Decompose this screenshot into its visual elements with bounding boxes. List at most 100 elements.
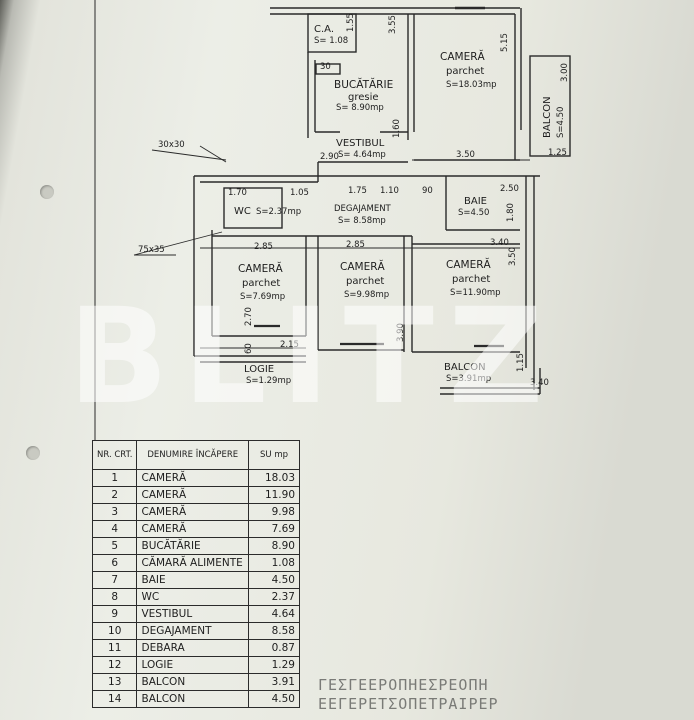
- bath-name: BAIE: [464, 196, 487, 207]
- row-nr: 3: [91, 503, 138, 521]
- row-name: BALCON: [136, 673, 249, 691]
- bath-area: S=4.50: [458, 208, 490, 218]
- row-nr: 8: [91, 588, 138, 606]
- row-area: 1.08: [248, 554, 300, 572]
- room4-area: S=7.69mp: [240, 292, 286, 302]
- faint-stamp: ΓΕΣΓΕΕΡΟΠΗΕΣΡΕΟΠΗ ΕΕΓΕΡΕΤΣΟΠΕΤΡΑΙΡΕΡ: [318, 676, 694, 720]
- row-area: 0.87: [248, 639, 300, 657]
- kitchen-area: S= 8.90mp: [336, 103, 384, 113]
- row-name: VESTIBUL: [136, 605, 249, 623]
- column-note: 75x35: [138, 245, 165, 255]
- row-nr: 2: [91, 486, 138, 504]
- row-name: BALCON: [136, 690, 249, 708]
- room3-area: S=9.98mp: [344, 290, 390, 300]
- row-nr: 4: [91, 520, 138, 538]
- row-area: 3.91: [248, 673, 300, 691]
- dimension-label: 3.55: [388, 15, 398, 34]
- dimension-label: 5.15: [500, 33, 510, 52]
- kitchen-name: BUCĂTĂRIE: [334, 79, 394, 91]
- balcony2-area: S=4.50: [556, 106, 566, 138]
- dimension-label: 3.40: [490, 238, 509, 248]
- room4-finish: parchet: [242, 278, 281, 289]
- row-area: 8.58: [248, 622, 300, 640]
- room3-name: CAMERĂ: [340, 261, 385, 273]
- beam-note: 30x30: [158, 140, 185, 150]
- row-name: CAMERĂ: [136, 520, 249, 538]
- row-name: LOGIE: [136, 656, 249, 674]
- dimension-label: 1.05: [290, 188, 309, 198]
- dimension-label: 3.50: [456, 150, 475, 160]
- dimension-label: 1.75: [348, 186, 367, 196]
- balcony2-name: BALCON: [542, 96, 553, 138]
- row-nr: 14: [91, 690, 138, 708]
- dimension-label: 90: [422, 186, 433, 196]
- row-area: 18.03: [248, 469, 300, 487]
- dimension-label: 1.60: [392, 119, 402, 138]
- row-nr: 1: [91, 469, 138, 487]
- room1-finish: parchet: [446, 66, 485, 77]
- row-nr: 5: [91, 537, 138, 555]
- balcony1-area: S=3.91mp: [446, 374, 492, 384]
- room4-name: CAMERĂ: [238, 263, 283, 275]
- row-nr: 7: [91, 571, 138, 589]
- agency-watermark: BLITZ: [68, 280, 558, 434]
- room2-name: CAMERĂ: [446, 259, 491, 271]
- header-nr: NR. CRT.: [91, 440, 138, 470]
- row-nr: 13: [91, 673, 138, 691]
- kitchen-finish: gresie: [348, 92, 379, 103]
- row-name: CAMERĂ: [136, 486, 249, 504]
- row-name: DEBARA: [136, 639, 249, 657]
- row-area: 7.69: [248, 520, 300, 538]
- row-nr: 10: [91, 622, 138, 640]
- logia-name: LOGIE: [244, 364, 275, 375]
- logia-area: S=1.29mp: [246, 376, 292, 386]
- table-header-row: NR. CRT. DENUMIRE ÎNCĂPERE SU mp: [91, 440, 300, 470]
- row-name: DEGAJAMENT: [136, 622, 249, 640]
- ca-walls: [307, 13, 357, 53]
- dimension-label: 1.10: [380, 186, 399, 196]
- header-name: DENUMIRE ÎNCĂPERE: [136, 440, 249, 470]
- dimension-label: 2.90: [320, 152, 339, 162]
- dimension-label: 3.40: [530, 378, 549, 388]
- row-area: 4.50: [248, 690, 300, 708]
- row-area: 9.98: [248, 503, 300, 521]
- row-nr: 9: [91, 605, 138, 623]
- kitchen-counter: [315, 63, 341, 75]
- wc-area: S=2.37mp: [256, 207, 302, 217]
- dimension-label: 1.80: [506, 203, 516, 222]
- row-name: BUCĂTĂRIE: [136, 537, 249, 555]
- row-name: CAMERĂ: [136, 469, 249, 487]
- leader-line-30x30: [151, 149, 227, 161]
- vestibule-name: VESTIBUL: [336, 138, 385, 149]
- row-name: WC: [136, 588, 249, 606]
- leader-line-75x35: [133, 231, 223, 256]
- hallway-area: S= 8.58mp: [338, 216, 386, 226]
- wc-name: WC: [234, 206, 251, 217]
- row-area: 4.64: [248, 605, 300, 623]
- wc-walls: [223, 187, 283, 229]
- balcony1-name: BALCON: [444, 362, 486, 373]
- dimension-label: 1.70: [228, 188, 247, 198]
- row-nr: 6: [91, 554, 138, 572]
- dimension-label: 1.55: [346, 13, 356, 32]
- dimension-label: 2.85: [346, 240, 365, 250]
- header-area: SU mp: [248, 440, 300, 470]
- row-name: CĂMARĂ ALIMENTE: [136, 554, 249, 572]
- hallway-name: DEGAJAMENT: [334, 204, 391, 214]
- stamp-line: ΕΕΓΕΡΕΤΣΟΠΕΤΡΑΙΡΕΡ: [318, 695, 499, 713]
- row-area: 2.37: [248, 588, 300, 606]
